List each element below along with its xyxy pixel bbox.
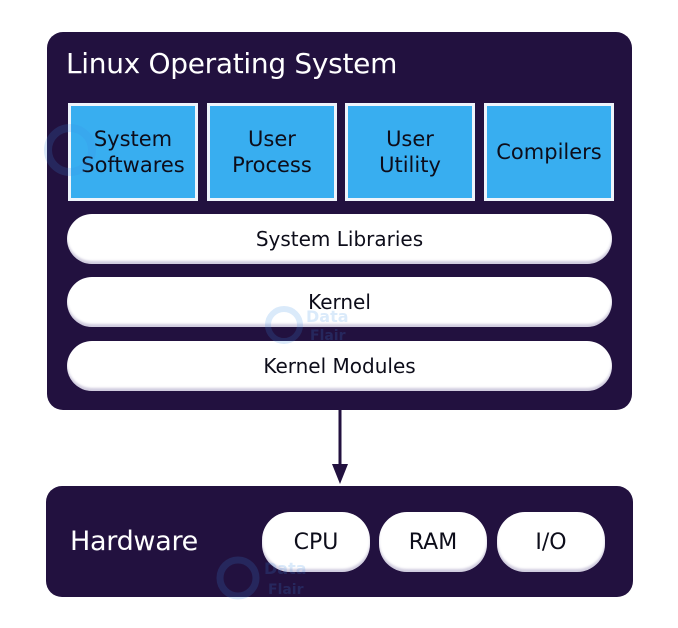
layer-system-libraries: System Libraries	[67, 214, 612, 264]
layer-label: System Libraries	[255, 227, 424, 251]
layer-kernel-modules: Kernel Modules	[67, 341, 612, 391]
component-compilers: Compilers	[484, 103, 614, 201]
layer-kernel: Kernel	[67, 277, 612, 327]
hardware-title: Hardware	[70, 526, 198, 557]
layer-label: Kernel Modules	[263, 354, 416, 378]
component-label: User	[386, 127, 434, 151]
hardware-io: I/O	[497, 512, 605, 572]
layer-label: Kernel	[308, 290, 371, 314]
component-label: Process	[232, 153, 312, 177]
hardware-panel: Hardware CPU RAM I/O	[46, 486, 633, 597]
component-label: User	[248, 127, 296, 151]
hardware-label: I/O	[535, 529, 567, 555]
hardware-ram: RAM	[379, 512, 487, 572]
os-title: Linux Operating System	[66, 47, 398, 80]
hardware-label: CPU	[293, 529, 339, 555]
component-label: Compilers	[496, 140, 602, 164]
hardware-label: RAM	[408, 529, 458, 555]
hardware-cpu: CPU	[262, 512, 370, 572]
down-arrow-icon	[332, 408, 348, 484]
component-label: Softwares	[81, 153, 185, 177]
component-label: System	[93, 127, 173, 151]
component-label: Utility	[379, 153, 441, 177]
